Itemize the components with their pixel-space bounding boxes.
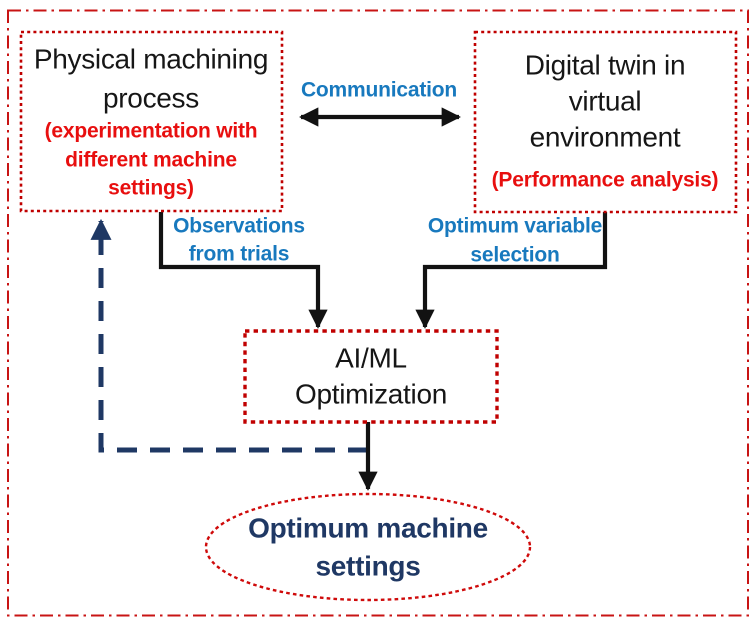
aiml-optimization-line1: AI/ML <box>335 343 407 374</box>
physical-process-subtitle-line1: (experimentation with <box>45 120 258 143</box>
aiml-optimization-node: AI/ML Optimization <box>243 329 499 424</box>
optimum-settings-line2: settings <box>316 551 421 582</box>
physical-process-subtitle-line2: different machine <box>65 149 237 172</box>
digital-twin-subtitle: (Performance analysis) <box>492 169 719 192</box>
optimum-settings-border <box>204 492 532 602</box>
optimum-settings-line1: Optimum machine <box>248 513 488 544</box>
digital-twin-title-line3: environment <box>530 122 681 153</box>
aiml-optimization-border <box>243 329 499 424</box>
digital-twin-node: Digital twin in virtual environment (Per… <box>473 30 738 214</box>
observations-arrow <box>158 212 328 329</box>
observations-label-line2: from trials <box>189 243 290 266</box>
optimum-variable-label-line1: Optimum variable <box>428 215 602 238</box>
aiml-optimization-line2: Optimization <box>295 379 447 410</box>
feedback-dashed-arrow <box>90 218 368 453</box>
optimum-settings-node: Optimum machine settings <box>204 492 532 602</box>
communication-label: Communication <box>301 79 457 102</box>
outer-frame-border <box>7 9 749 617</box>
digital-twin-title-line2: virtual <box>569 86 642 117</box>
physical-process-title-line1: Physical machining <box>34 44 268 75</box>
digital-twin-title-line1: Digital twin in <box>525 50 685 81</box>
physical-process-subtitle-line3: settings) <box>108 177 194 200</box>
physical-process-border <box>19 30 284 213</box>
observations-label-line1: Observations <box>173 215 305 238</box>
optimum-variable-arrow <box>415 212 608 329</box>
physical-process-title-line2: process <box>103 83 199 114</box>
optimum-variable-label-line2: selection <box>470 244 559 267</box>
physical-process-node: Physical machining process (experimentat… <box>19 30 284 213</box>
digital-twin-border <box>473 30 738 214</box>
